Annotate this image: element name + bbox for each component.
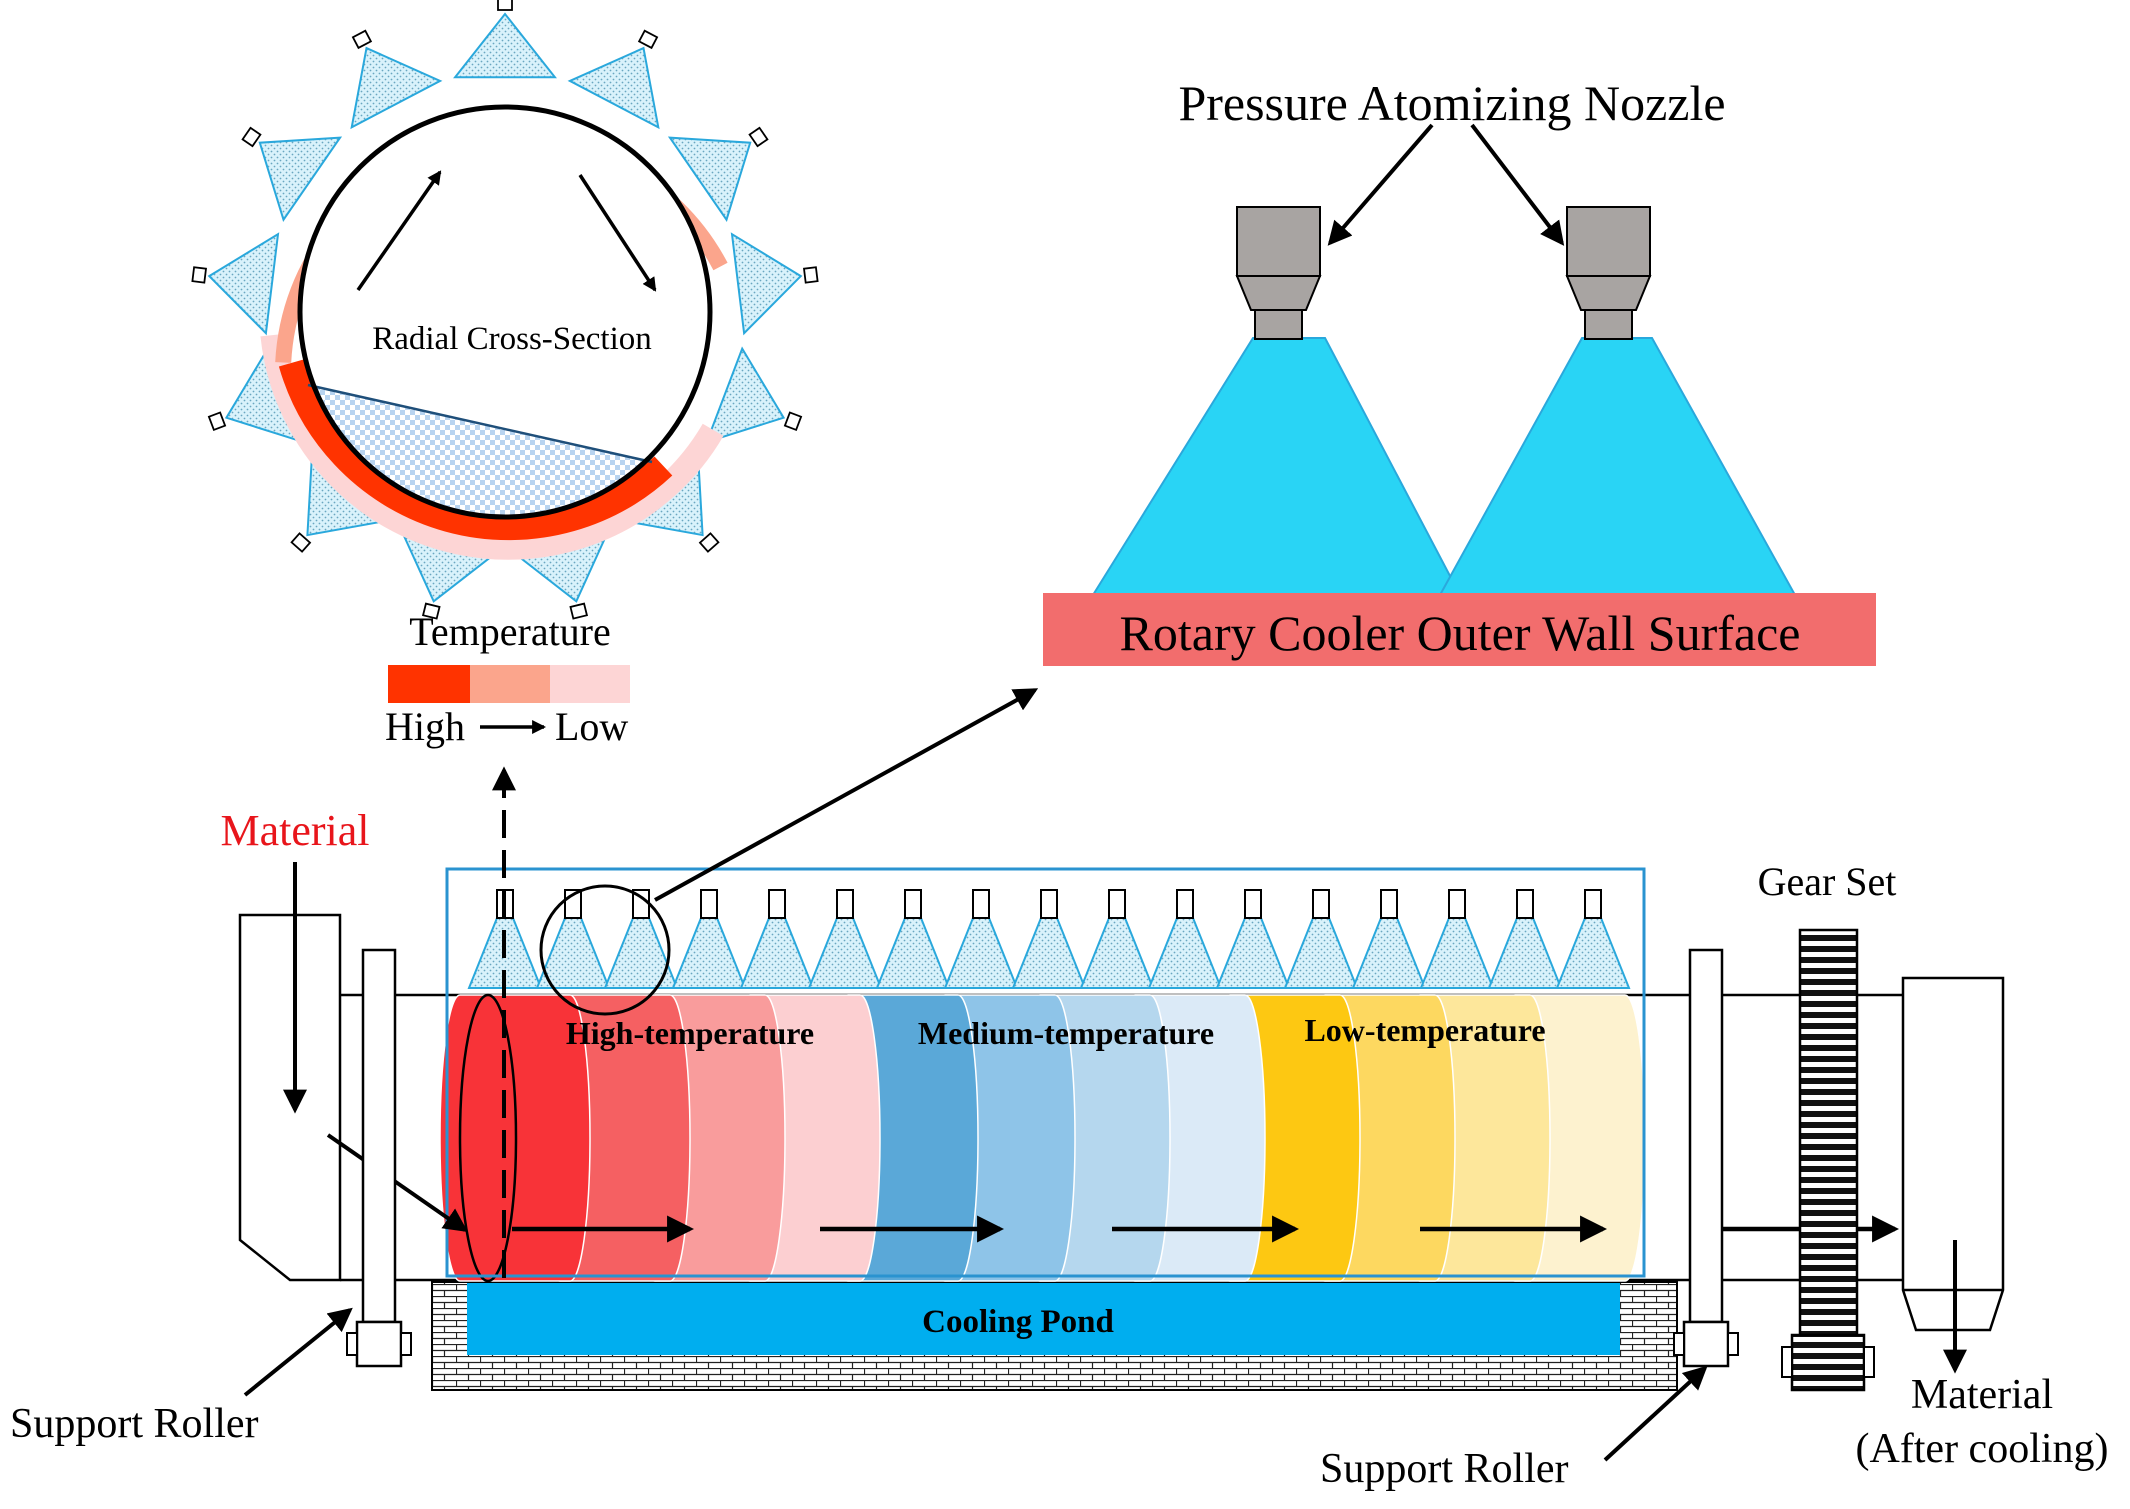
spike-nozzle-tip: [569, 602, 589, 620]
spray-spike: [350, 46, 443, 130]
spike-nozzle-tip: [241, 126, 262, 148]
nozzle-left: [1235, 206, 1322, 340]
row-spray-cone: [671, 917, 747, 989]
row-nozzle-head: [1040, 889, 1058, 919]
row-spray-cone: [1351, 917, 1427, 989]
zone-medium-label: Medium-temperature: [918, 1015, 1214, 1051]
spike-nozzle-tip: [698, 532, 720, 553]
row-spray-cone: [1215, 917, 1291, 989]
row-spray-cone: [1283, 917, 1359, 989]
row-nozzle-head: [1516, 889, 1534, 919]
spike-nozzle-tip: [803, 266, 819, 284]
drum-front-face: [458, 993, 518, 1283]
row-nozzle-head: [1312, 889, 1330, 919]
bed-surface-line: [307, 383, 653, 464]
material-feed-arrow: [326, 1133, 468, 1233]
spray-spike: [567, 46, 660, 130]
spike-nozzle-tip: [783, 411, 803, 432]
row-nozzle-head: [1448, 889, 1466, 919]
support-roller-right: [1673, 948, 1739, 1368]
row-spray-cone: [875, 917, 951, 989]
rotary-cooler-group: Cooling Pond High-temperature Medium-tem…: [10, 688, 2109, 1492]
row-spray-cone: [1487, 917, 1563, 989]
legend-low-label: Low: [555, 704, 628, 749]
row-spray-cone: [1011, 917, 1087, 989]
spike-nozzle-tip: [207, 411, 227, 432]
legend-swatch-high: [388, 665, 470, 703]
gear-set: [1781, 928, 1875, 1392]
row-nozzle-head: [700, 889, 718, 919]
row-spray-cone: [1079, 917, 1155, 989]
cross-section-group: Radial Cross-Section: [191, 0, 819, 620]
spike-nozzle-tip: [421, 602, 441, 620]
support-roller-left-pointer: [243, 1307, 353, 1397]
spray-cone-left: [1091, 337, 1462, 596]
spray-spike: [207, 232, 280, 336]
nozzle-detail-pointer: [654, 688, 1039, 902]
spray-spike: [730, 232, 803, 336]
spike-nozzle-tip: [290, 532, 312, 553]
wall-surface-label: Rotary Cooler Outer Wall Surface: [1120, 605, 1801, 661]
spike-nozzle-tip: [748, 126, 769, 148]
support-roller-right-pointer: [1603, 1365, 1708, 1462]
support-roller-left: [346, 948, 412, 1368]
spray-nozzle-row: [467, 889, 1631, 989]
cooling-pond: [467, 1283, 1620, 1355]
legend-swatch-low: [550, 665, 630, 703]
nozzle-right: [1565, 206, 1652, 340]
row-nozzle-head: [1108, 889, 1126, 919]
zone-high-label: High-temperature: [566, 1015, 814, 1051]
row-nozzle-head: [1380, 889, 1398, 919]
outer-wall-surface: [1043, 593, 1876, 666]
row-nozzle-head: [836, 889, 854, 919]
material-out-sublabel: (After cooling): [1855, 1426, 2108, 1472]
row-spray-cone: [1555, 917, 1631, 989]
row-spray-cone: [807, 917, 883, 989]
spray-spike: [667, 136, 752, 222]
material-in-label: Material: [220, 806, 369, 855]
nozzle-detail-circle: [539, 884, 671, 1016]
rotation-arrow-left: [356, 170, 442, 291]
legend-swatch-mid: [470, 665, 550, 703]
support-roller-right-label: Support Roller: [1320, 1446, 1569, 1492]
feed-hopper: [238, 913, 342, 1282]
row-nozzle-head: [1176, 889, 1194, 919]
nozzle-pointer-right: [1470, 123, 1565, 246]
legend-high-label: High: [385, 704, 465, 749]
row-spray-cone: [1147, 917, 1223, 989]
row-spray-cone: [739, 917, 815, 989]
temperature-legend: Temperature High Low: [385, 609, 630, 749]
gear-set-label: Gear Set: [1758, 859, 1897, 904]
row-spray-cone: [1419, 917, 1495, 989]
row-nozzle-head: [1244, 889, 1262, 919]
row-nozzle-head: [972, 889, 990, 919]
spray-spike: [705, 346, 786, 444]
spike-nozzle-tip: [497, 0, 513, 11]
row-nozzle-head: [768, 889, 786, 919]
spike-nozzle-tip: [637, 29, 659, 50]
spike-nozzle-tip: [351, 29, 373, 50]
nozzle-pointer-left: [1327, 123, 1434, 246]
spray-enclosure: [445, 867, 1646, 1278]
material-out-label: Material: [1911, 1372, 2053, 1418]
temperature-legend-title: Temperature: [409, 609, 611, 654]
nozzle-detail-group: Pressure Atomizing Nozzle Rotary Cooler …: [1043, 75, 1876, 666]
zone-low-label: Low-temperature: [1304, 1012, 1545, 1048]
spray-cone-right: [1438, 337, 1797, 596]
shell-outline: [297, 104, 713, 520]
row-nozzle-head: [1584, 889, 1602, 919]
row-nozzle-head: [904, 889, 922, 919]
spray-spike: [258, 136, 343, 222]
support-roller-left-label: Support Roller: [10, 1401, 259, 1447]
spike-nozzle-tip: [191, 266, 207, 284]
cross-section-label: Radial Cross-Section: [372, 321, 652, 357]
nozzle-title: Pressure Atomizing Nozzle: [1178, 75, 1725, 131]
row-spray-cone: [943, 917, 1019, 989]
spray-spike: [453, 12, 557, 79]
cooling-pond-label: Cooling Pond: [922, 1304, 1114, 1340]
rotation-arrow-right: [578, 174, 657, 292]
